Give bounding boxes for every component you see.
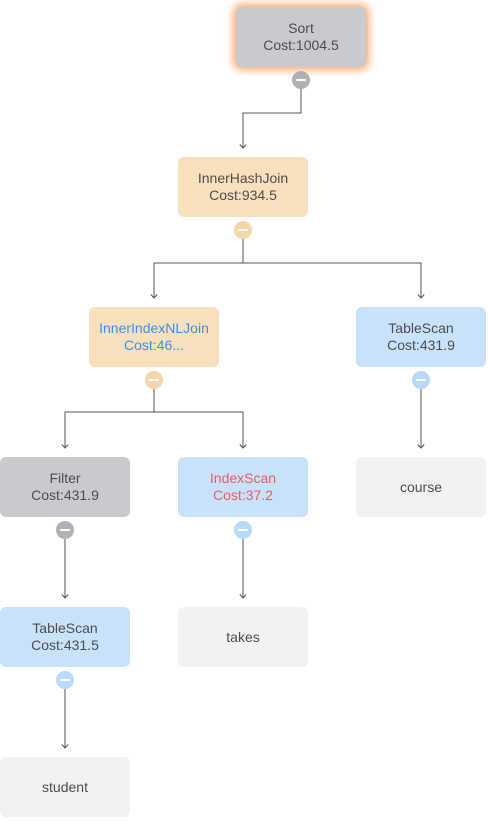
node-filter-label: Filter (49, 470, 81, 486)
node-tablescan-student-label: TableScan (32, 620, 98, 636)
node-innerhashjoin-cost: Cost:934.5 (209, 187, 277, 203)
minus-circle-icon[interactable] (145, 371, 163, 389)
minus-circle-icon[interactable] (234, 521, 252, 539)
node-filter-cost: Cost:431.9 (31, 487, 99, 503)
minus-circle-icon[interactable] (56, 521, 74, 539)
node-innerhashjoin-label: InnerHashJoin (197, 170, 289, 186)
node-filter[interactable]: Filter Cost:431.9 (0, 457, 130, 517)
node-innerindexnljoin-label: InnerIndexNLJoin (99, 320, 209, 336)
node-innerindexnljoin-cost: Cost:46... (124, 337, 184, 353)
node-indexscan[interactable]: IndexScan Cost:37.2 (178, 457, 308, 517)
node-tablescan-course-label: TableScan (388, 320, 454, 336)
minus-circle-icon[interactable] (56, 671, 74, 689)
node-indexscan-label: IndexScan (209, 470, 277, 486)
node-tablescan-course-cost: Cost:431.9 (387, 337, 455, 353)
node-innerindexnljoin[interactable]: InnerIndexNLJoin Cost:46... (89, 307, 219, 367)
node-innerhashjoin[interactable]: InnerHashJoin Cost:934.5 (178, 157, 308, 217)
node-tablescan-course[interactable]: TableScan Cost:431.9 (356, 307, 486, 367)
node-indexscan-cost: Cost:37.2 (213, 487, 273, 503)
node-table-student-label: student (42, 778, 88, 795)
node-table-student[interactable]: student (0, 757, 130, 817)
node-tablescan-student-cost: Cost:431.5 (31, 637, 99, 653)
node-table-takes[interactable]: takes (178, 607, 308, 667)
node-table-course[interactable]: course (356, 457, 486, 517)
edge-innerindexnljoin-indexscan (154, 411, 247, 449)
edge-innerindexnljoin-filter (61, 389, 155, 449)
edge-sort-innerhashjoin (239, 89, 302, 149)
node-tablescan-student[interactable]: TableScan Cost:431.5 (0, 607, 130, 667)
node-table-takes-label: takes (226, 628, 260, 645)
minus-circle-icon[interactable] (234, 221, 252, 239)
node-sort-cost: Cost:1004.5 (263, 37, 339, 53)
node-table-course-label: course (399, 478, 443, 495)
minus-circle-icon[interactable] (292, 71, 310, 89)
edge-innerhashjoin-tablescan-course (243, 262, 425, 299)
node-sort-label: Sort (288, 20, 314, 36)
edge-innerhashjoin-innerindexnljoin (150, 239, 244, 299)
minus-circle-icon[interactable] (412, 371, 430, 389)
node-sort[interactable]: Sort Cost:1004.5 (236, 7, 366, 67)
